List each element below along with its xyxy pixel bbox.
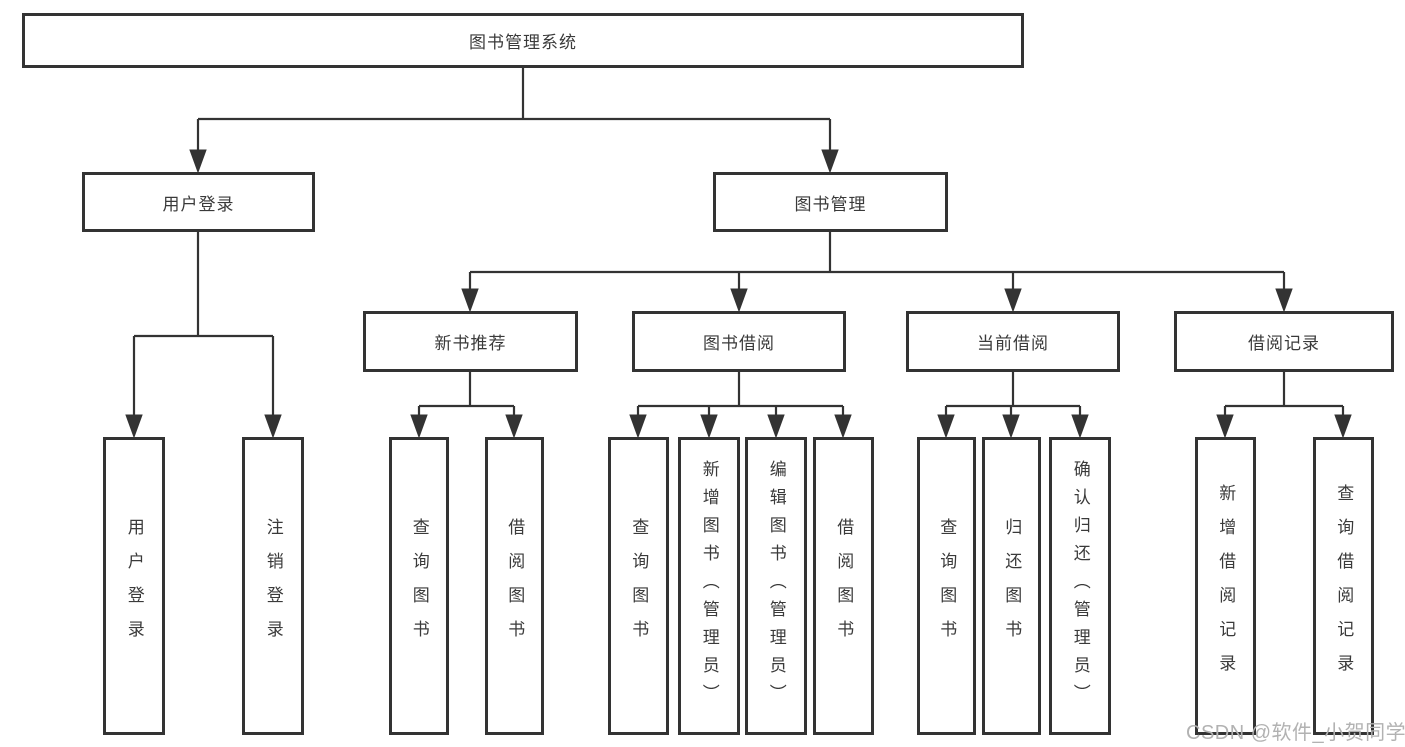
- arrowhead: [1004, 288, 1022, 313]
- leaf-label: 借阅图书: [505, 518, 525, 654]
- node-current-borrowing: 当前借阅: [906, 311, 1120, 372]
- arrowhead: [461, 288, 479, 313]
- arrowhead: [505, 414, 523, 439]
- arrowhead: [937, 414, 955, 439]
- arrowhead: [730, 288, 748, 313]
- leaf-current-query-books: 查询图书: [917, 437, 976, 735]
- connector-borrow-records-children: [1216, 372, 1352, 439]
- leaf-label: 注销登录: [263, 518, 283, 654]
- leaf-label: 查询图书: [937, 518, 957, 654]
- connector-new-book-recommend-children: [410, 372, 523, 439]
- leaf-current-confirm-return-admin: 确认归还（管理员）: [1049, 437, 1111, 735]
- arrowhead: [834, 414, 852, 439]
- arrowhead: [189, 149, 207, 174]
- arrowhead: [767, 414, 785, 439]
- node-book-borrowing: 图书借阅: [632, 311, 846, 372]
- arrowhead: [629, 414, 647, 439]
- leaf-label: 查询图书: [629, 518, 649, 654]
- csdn-watermark: CSDN @软件_小贺同学: [1186, 722, 1405, 744]
- node-library-management-system: 图书管理系统: [22, 13, 1024, 68]
- arrowhead: [1216, 414, 1234, 439]
- node-borrow-records: 借阅记录: [1174, 311, 1394, 372]
- arrowhead: [1002, 414, 1020, 439]
- arrowhead: [125, 414, 143, 439]
- connector-root-to-level2: [189, 68, 839, 174]
- leaf-label: 用户登录: [124, 518, 144, 654]
- arrowhead: [410, 414, 428, 439]
- leaf-label: 新增借阅记录: [1216, 484, 1236, 688]
- leaf-records-add-record: 新增借阅记录: [1195, 437, 1256, 735]
- leaf-logout: 注销登录: [242, 437, 304, 735]
- node-book-management: 图书管理: [713, 172, 948, 232]
- arrowhead: [1071, 414, 1089, 439]
- leaf-borrowing-borrow-books: 借阅图书: [813, 437, 874, 735]
- leaf-label: 借阅图书: [834, 518, 854, 654]
- leaf-recommend-borrow-books: 借阅图书: [485, 437, 544, 735]
- connector-book-management-children: [461, 232, 1293, 313]
- leaf-user-login: 用户登录: [103, 437, 165, 735]
- connector-book-borrowing-children: [629, 372, 852, 439]
- leaf-records-query-record: 查询借阅记录: [1313, 437, 1374, 735]
- arrowhead: [821, 149, 839, 174]
- arrowhead: [264, 414, 282, 439]
- leaf-borrowing-query-books: 查询图书: [608, 437, 669, 735]
- connector-current-borrowing-children: [937, 372, 1089, 439]
- leaf-label: 查询借阅记录: [1334, 484, 1354, 688]
- arrowhead: [1334, 414, 1352, 439]
- leaf-label: 新增图书（管理员）: [699, 460, 719, 712]
- leaf-borrowing-edit-books-admin: 编辑图书（管理员）: [745, 437, 807, 735]
- leaf-borrowing-add-books-admin: 新增图书（管理员）: [678, 437, 740, 735]
- leaf-label: 确认归还（管理员）: [1070, 460, 1090, 712]
- leaf-recommend-query-books: 查询图书: [389, 437, 449, 735]
- arrowhead: [1275, 288, 1293, 313]
- leaf-label: 归还图书: [1002, 518, 1022, 654]
- node-new-book-recommend: 新书推荐: [363, 311, 578, 372]
- arrowhead: [700, 414, 718, 439]
- leaf-label: 编辑图书（管理员）: [766, 460, 786, 712]
- leaf-current-return-books: 归还图书: [982, 437, 1041, 735]
- connector-user-login-children: [125, 232, 282, 439]
- leaf-label: 查询图书: [409, 518, 429, 654]
- node-user-login-branch: 用户登录: [82, 172, 315, 232]
